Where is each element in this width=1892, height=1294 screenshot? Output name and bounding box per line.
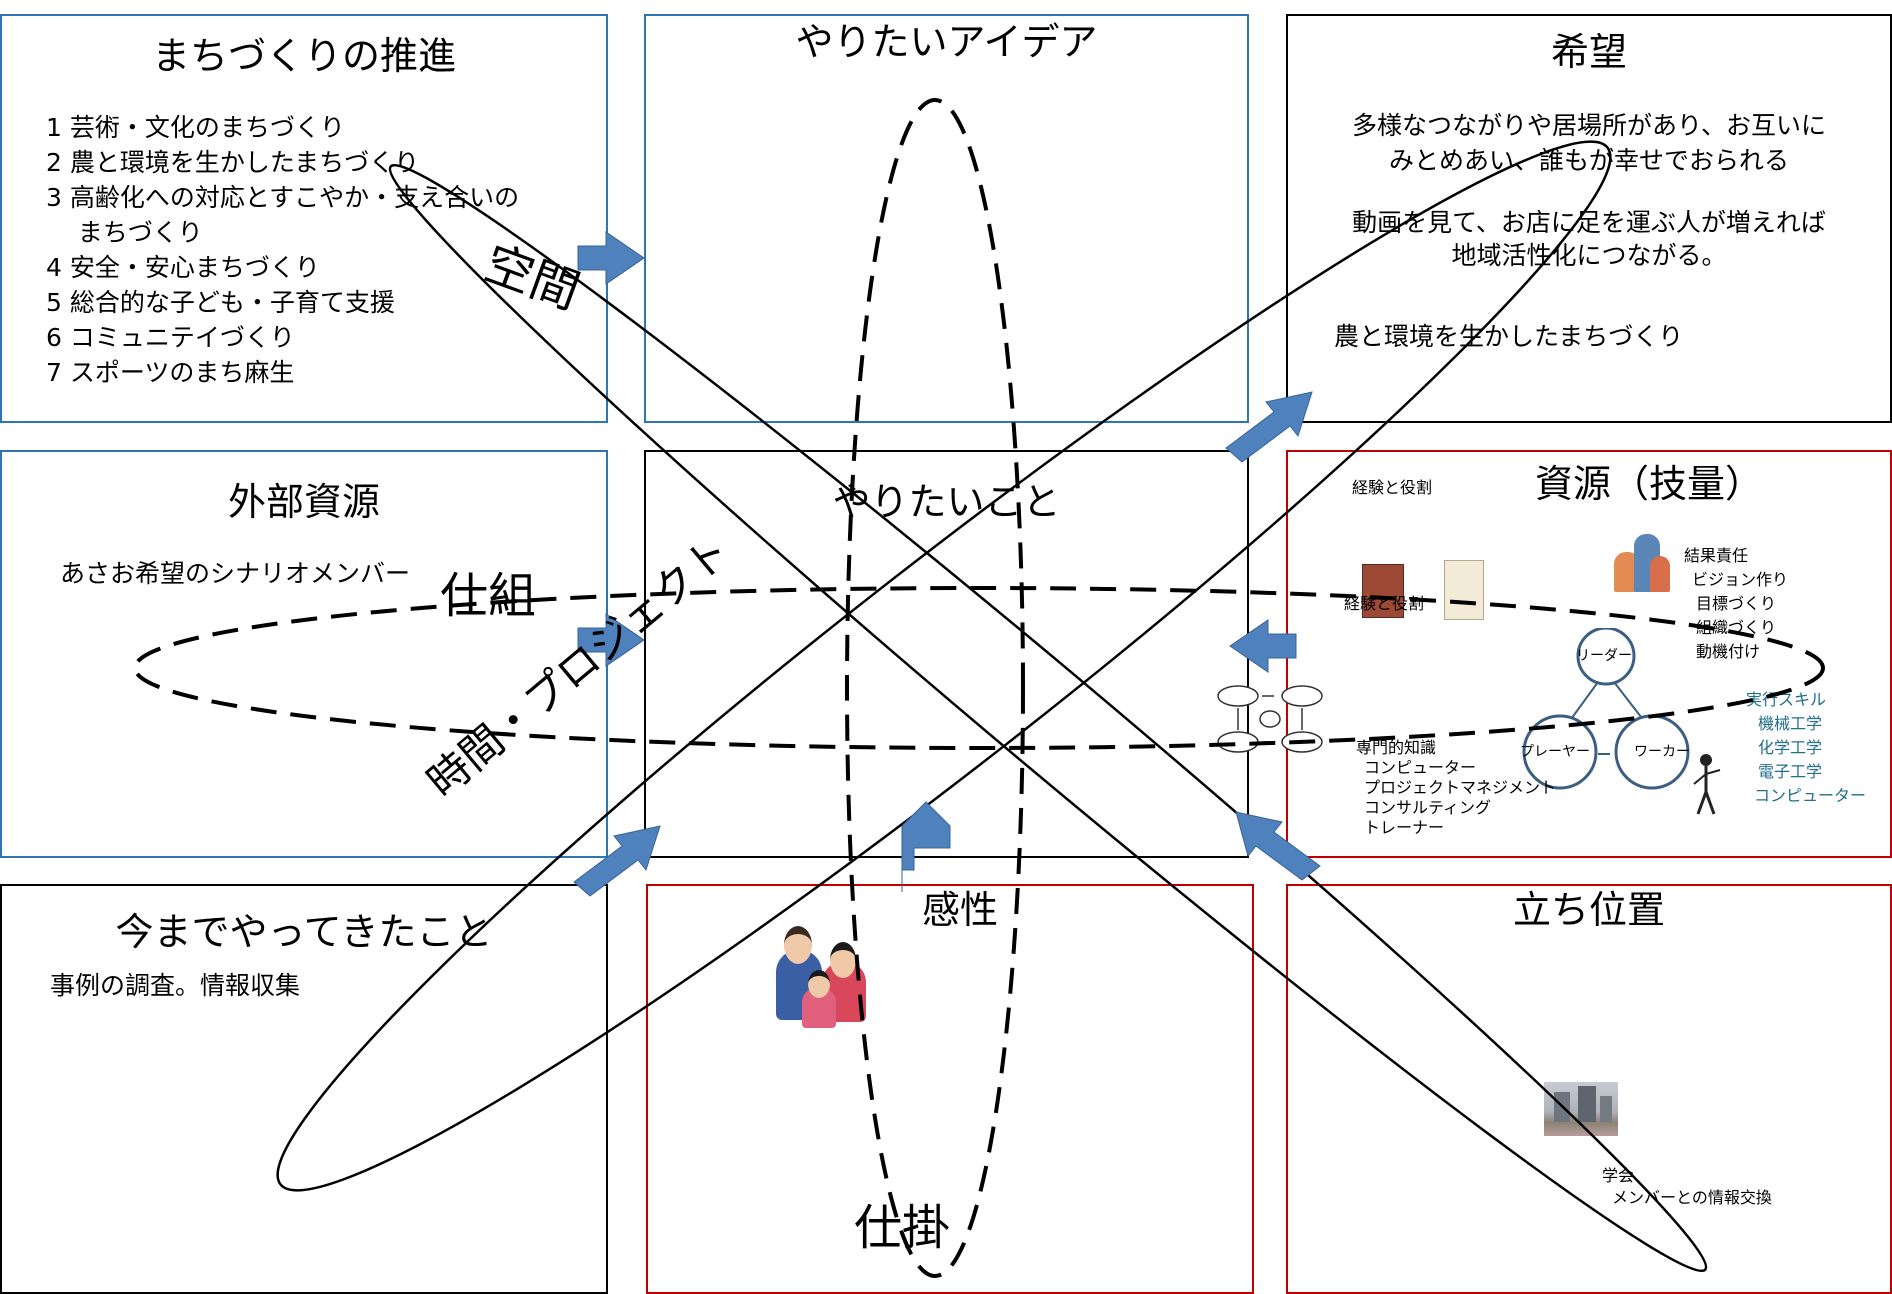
panel-external-title: 外部資源 <box>227 480 380 524</box>
promotion-item: まちづくり <box>46 218 203 247</box>
hope-line: みとめあい、誰もが幸せでおられる <box>1388 146 1789 175</box>
promotion-item: 4 安全・安心まちづくり <box>46 253 320 282</box>
past-text: 事例の調査。情報収集 <box>50 971 301 1000</box>
panel-hope-title: 希望 <box>1550 30 1627 74</box>
hope-line: 農と環境を生かしたまちづくり <box>1334 322 1684 351</box>
responsibility-line: 結果責任 <box>1684 546 1749 565</box>
arrow-resources-to-want <box>1229 619 1297 673</box>
vertical-dashed-ellipse <box>845 98 1025 1278</box>
arrow-position-to-want <box>1235 811 1321 881</box>
label-mechanism: 仕組 <box>440 568 537 624</box>
hope-line: 地域活性化につながる。 <box>1451 241 1727 270</box>
horizontal-dashed-ellipse <box>133 586 1825 750</box>
arrow-want-to-hope <box>1225 391 1313 463</box>
panel-sense-title: 感性 <box>922 888 999 932</box>
role-player: プレーヤー <box>1520 744 1590 760</box>
responsibility-line: ビジョン作り <box>1692 570 1789 589</box>
promotion-item: 2 農と環境を生かしたまちづくり <box>46 148 420 177</box>
role-triangle-diagram <box>1522 628 1690 790</box>
responsibility-line: 組織づくり <box>1696 618 1777 637</box>
expert-line: プロジェクトマネジメント <box>1364 778 1557 797</box>
exec-skill-line: 化学工学 <box>1758 738 1823 757</box>
exchange-label: メンバーとの情報交換 <box>1612 1188 1772 1207</box>
role-leader: リーダー <box>1576 648 1632 664</box>
panel-position-title: 立ち位置 <box>1512 888 1665 932</box>
promotion-item: 3 高齢化への対応とすこやか・支え合いの <box>46 183 520 212</box>
exec-skill-line: 電子工学 <box>1758 762 1823 781</box>
arrow-sense-to-want <box>901 801 951 892</box>
experience-label: 経験と役割 <box>1352 478 1433 497</box>
expert-line: コンサルティング <box>1364 798 1492 817</box>
book-caption: 経験と役割 <box>1344 594 1425 613</box>
hope-line: 多様なつながりや居場所があり、お互いに <box>1351 111 1826 140</box>
exec-skill-line: 実行スキル <box>1746 690 1827 709</box>
expert-line: トレーナー <box>1364 818 1445 837</box>
panel-past: 今までやってきたこと 事例の調査。情報収集 <box>0 884 608 1294</box>
label-trigger: 仕掛 <box>854 1200 951 1256</box>
panel-ideas-title: やりたいアイデア <box>795 20 1098 64</box>
responsibility-line: 目標づくり <box>1696 594 1777 613</box>
expert-line: コンピューター <box>1364 758 1477 777</box>
arrow-past-to-want <box>573 825 661 897</box>
hope-line: 動画を見て、お店に足を運ぶ人が増えれば <box>1352 208 1826 237</box>
promotion-item: 1 芸術・文化のまちづくり <box>46 113 345 142</box>
panel-sense: 感性 <box>646 884 1254 1294</box>
panel-past-title: 今までやってきたこと <box>115 910 493 954</box>
panel-hope: 希望 多様なつながりや居場所があり、お互いに みとめあい、誰もが幸せでおられる … <box>1286 14 1892 423</box>
diagonal-ellipse-falling <box>388 163 1708 1273</box>
panel-promotion: まちづくりの推進 1 芸術・文化のまちづくり 2 農と環境を生かしたまちづくり … <box>0 14 608 423</box>
expert-line: 専門的知識 <box>1356 738 1437 757</box>
role-worker: ワーカー <box>1634 744 1690 760</box>
panel-external: 外部資源 あさお希望のシナリオメンバー <box>0 450 608 858</box>
responsibility-line: 動機付け <box>1696 642 1761 661</box>
promotion-item: 6 コミュニテイづくり <box>46 323 295 352</box>
exec-skill-line: コンピューター <box>1754 786 1867 805</box>
panel-resources: 資源（技量） 経験と役割 経験と役割 結果責任 ビジョン作り 目標づくり 組織づ… <box>1286 450 1892 858</box>
panel-promotion-title: まちづくりの推進 <box>151 34 456 78</box>
exec-skill-line: 機械工学 <box>1758 714 1823 733</box>
arrow-promotion-to-ideas <box>577 231 645 285</box>
diagonal-ellipse-rising <box>276 140 1612 1192</box>
team-people-image <box>1610 526 1670 596</box>
building-photo <box>1544 1082 1618 1136</box>
panel-position: 立ち位置 学会 メンバーとの情報交換 <box>1286 884 1892 1294</box>
panel-resources-title: 資源（技量） <box>1534 462 1763 506</box>
external-text: あさお希望のシナリオメンバー <box>60 559 411 588</box>
family-image <box>772 922 872 1030</box>
panel-want-title: やりたいこと <box>832 480 1061 524</box>
worker-figure-image <box>1693 754 1721 815</box>
promotion-item: 5 総合的な子ども・子育て支援 <box>46 288 395 317</box>
promotion-item: 7 スポーツのまち麻生 <box>46 358 295 387</box>
book-red-image <box>1362 564 1404 618</box>
arrow-external-to-want <box>577 613 645 667</box>
book-paper-image <box>1444 560 1484 620</box>
panel-ideas: やりたいアイデア <box>644 14 1249 423</box>
